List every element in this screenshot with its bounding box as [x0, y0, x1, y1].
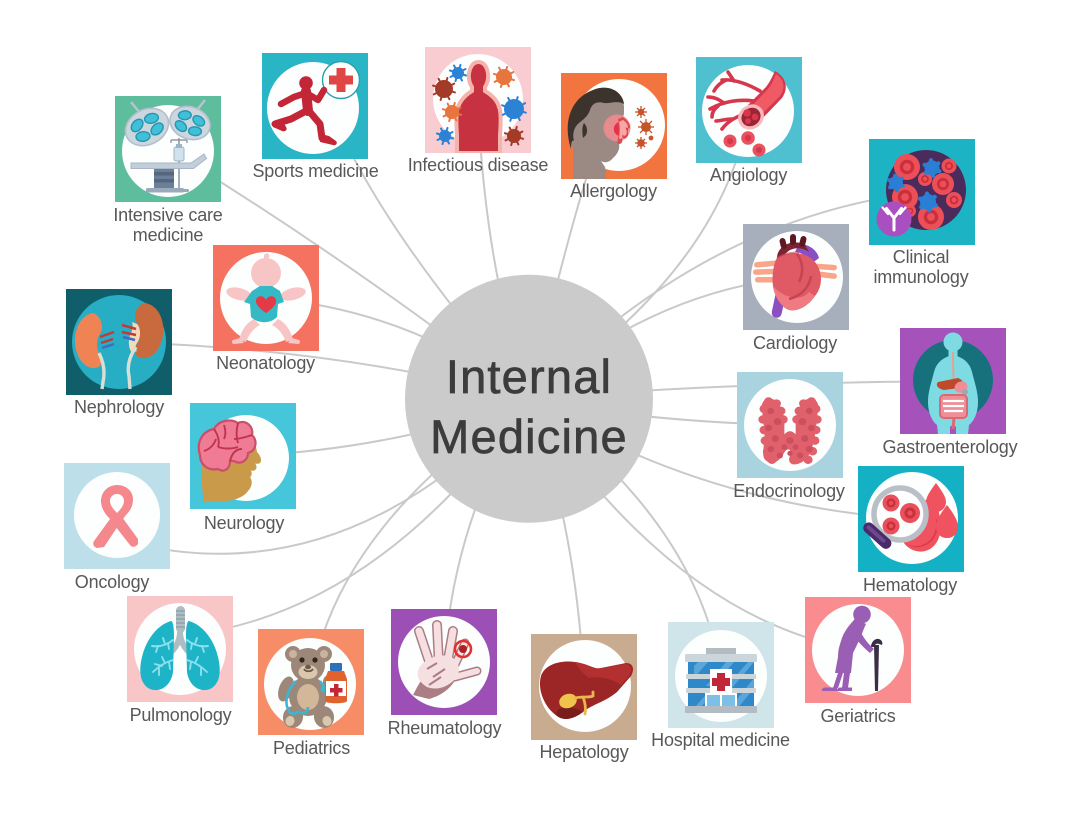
svg-text:Pediatrics: Pediatrics: [273, 738, 350, 758]
svg-text:Rheumatology: Rheumatology: [388, 718, 502, 738]
svg-text:Cardiology: Cardiology: [753, 333, 837, 353]
svg-text:Angiology: Angiology: [710, 165, 787, 185]
svg-text:Oncology: Oncology: [75, 572, 150, 592]
svg-text:Clinical: Clinical: [893, 247, 949, 267]
svg-text:immunology: immunology: [873, 267, 968, 287]
svg-text:Intensive care: Intensive care: [113, 205, 222, 225]
svg-text:Gastroenterology: Gastroenterology: [883, 437, 1018, 457]
svg-text:Pulmonology: Pulmonology: [130, 705, 232, 725]
svg-text:Endocrinology: Endocrinology: [733, 481, 845, 501]
svg-text:Sports medicine: Sports medicine: [252, 161, 378, 181]
svg-text:medicine: medicine: [133, 225, 204, 245]
svg-text:Medicine: Medicine: [430, 410, 628, 463]
svg-text:Internal: Internal: [446, 350, 612, 403]
svg-text:Hepatology: Hepatology: [539, 742, 628, 762]
svg-text:Geriatrics: Geriatrics: [820, 706, 895, 726]
svg-text:Neonatology: Neonatology: [216, 353, 315, 373]
svg-text:Nephrology: Nephrology: [74, 397, 164, 417]
svg-text:Infectious disease: Infectious disease: [408, 155, 549, 175]
svg-text:Hospital medicine: Hospital medicine: [651, 730, 790, 750]
svg-text:Neurology: Neurology: [204, 513, 284, 533]
svg-text:Allergology: Allergology: [570, 181, 657, 201]
svg-text:Hematology: Hematology: [863, 575, 957, 595]
